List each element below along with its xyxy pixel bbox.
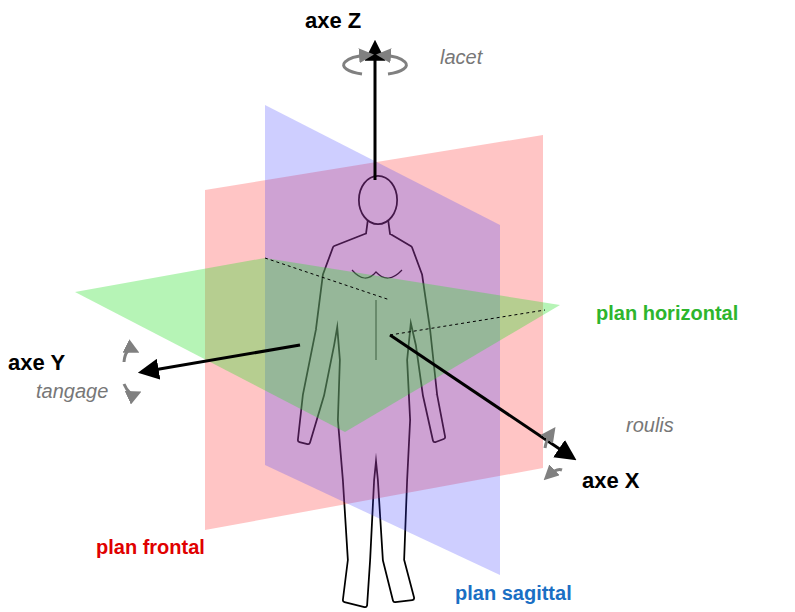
rotation-label: roulis	[626, 414, 674, 437]
axis-label: axe Z	[305, 8, 361, 33]
axis-label: axe Y	[8, 350, 65, 375]
rotation-label: tangage	[36, 380, 108, 403]
z-axis	[374, 44, 377, 180]
y-axis	[142, 345, 300, 372]
plane-label: plan horizontal	[596, 302, 738, 325]
rotation-label: lacet	[440, 46, 482, 69]
rotation-arrows	[124, 55, 562, 476]
axis-label: axe X	[582, 468, 640, 493]
horizontal-plane	[75, 258, 560, 432]
x-axis	[390, 335, 573, 458]
plane-label: plan sagittal	[455, 582, 572, 605]
plane-label: plan frontal	[96, 536, 205, 559]
